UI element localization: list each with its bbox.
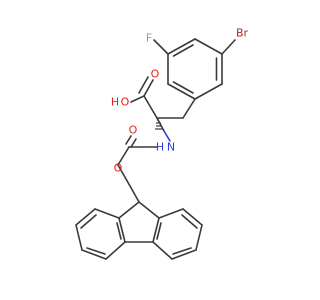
acid-co-double-bond-2 bbox=[138, 76, 149, 94]
ch2-c9-bond bbox=[129, 185, 140, 203]
amide-nitrogen-label: N bbox=[167, 141, 175, 154]
c-f-bond bbox=[153, 39, 169, 55]
atom-labels: F Br O O H N H O O bbox=[111, 27, 249, 175]
ring-bond bbox=[167, 38, 196, 55]
left-ring-double bbox=[80, 214, 97, 229]
left-ring-bond bbox=[75, 208, 96, 226]
left-ring-bond bbox=[94, 208, 120, 219]
five-ring-bond bbox=[118, 217, 126, 243]
right-ring-bond bbox=[195, 224, 203, 251]
ring-double-bond bbox=[172, 81, 194, 94]
ring-double-bond bbox=[172, 44, 194, 57]
structure-svg: F Br O O H N H O O bbox=[75, 27, 249, 260]
fluorene-core bbox=[75, 201, 203, 260]
carbamate-c-o-bond bbox=[117, 146, 130, 166]
bromine-label: Br bbox=[236, 27, 249, 40]
o-ch2-bond bbox=[117, 164, 131, 187]
right-ring-bond bbox=[182, 208, 203, 226]
bonds bbox=[75, 38, 236, 260]
left-ring-bond bbox=[105, 241, 126, 260]
ring-bond bbox=[194, 38, 223, 55]
left-ring-bond bbox=[81, 249, 107, 260]
ring-bond bbox=[194, 83, 223, 100]
acid-carbonyl-oxygen-label: O bbox=[151, 68, 160, 81]
fluorine-label: F bbox=[146, 32, 152, 45]
molecule-diagram: F Br O O H N H O O bbox=[75, 27, 249, 260]
carbamate-co-double-2 bbox=[125, 135, 132, 145]
carbamate-co-double-1 bbox=[130, 138, 137, 148]
acid-co-double-bond bbox=[143, 79, 154, 97]
right-ring-double bbox=[156, 222, 162, 240]
c9-left-bond bbox=[118, 201, 140, 219]
ring-ch2-bond bbox=[182, 98, 196, 119]
right-ring-double bbox=[181, 214, 198, 229]
stereo-hash-wedge bbox=[155, 119, 163, 130]
left-ring-bond bbox=[75, 224, 83, 251]
right-ring-double bbox=[172, 247, 192, 255]
bromofluorophenyl-ring bbox=[167, 38, 223, 100]
carbamate-carbonyl-oxygen-label: O bbox=[129, 124, 138, 137]
amide-hydrogen-label: H bbox=[156, 141, 164, 154]
alpha-carboxyl-bond bbox=[143, 95, 158, 119]
alpha-n-bond-n-part bbox=[163, 130, 171, 142]
carbamate-ester-oxygen-label: O bbox=[114, 162, 123, 175]
hydroxyl-hydrogen-label: H bbox=[111, 96, 119, 109]
right-ring-bond bbox=[158, 208, 184, 219]
hydroxyl-oxygen-label: O bbox=[121, 96, 130, 109]
right-ring-bond bbox=[171, 249, 197, 260]
five-ring-bond bbox=[152, 217, 160, 243]
left-ring-double bbox=[116, 222, 122, 240]
c-br-bond bbox=[221, 39, 236, 55]
c9-right-bond bbox=[138, 201, 160, 219]
ring-bond bbox=[167, 83, 196, 100]
acid-c-oh-bond bbox=[130, 95, 145, 103]
right-ring-bond bbox=[152, 241, 173, 260]
left-ring-double bbox=[86, 247, 106, 255]
